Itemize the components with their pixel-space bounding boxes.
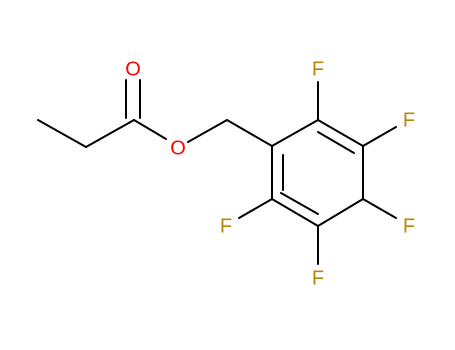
fluorine-top-label: F xyxy=(312,58,324,80)
fluorine-bottom-label: F xyxy=(312,267,324,289)
atom-label-layer: O O F F F F F xyxy=(125,58,415,289)
ring-bond-bottom-left xyxy=(271,198,319,227)
fluorine-left-bond xyxy=(238,198,273,219)
ring-bond-bottom-right xyxy=(317,198,364,227)
carbonyl-ester-oxygen-bond xyxy=(133,119,167,140)
oxygen-carbonyl-label: O xyxy=(125,58,141,80)
ethyl-methyl-bond xyxy=(37,119,87,148)
fluorine-lower-right-bond xyxy=(362,198,397,219)
ring-inner-bond-bottom-left xyxy=(280,192,319,215)
fluorine-upper-right-bond xyxy=(362,126,397,147)
fluorine-left-label: F xyxy=(220,215,232,237)
ethyl-carbonyl-bond xyxy=(85,119,135,148)
bond-layer xyxy=(37,79,397,265)
fluorine-lower-right-label: F xyxy=(403,215,415,237)
ester-oxygen-methylene-bond xyxy=(187,119,228,143)
methylene-ring-bond xyxy=(226,119,273,147)
fluorine-upper-right-label: F xyxy=(403,109,415,131)
ring-bond-top-left xyxy=(271,119,319,147)
ring-bond-top-right xyxy=(317,119,364,147)
ring-inner-bond-top-right xyxy=(317,131,355,154)
oxygen-ester-label: O xyxy=(170,137,186,159)
